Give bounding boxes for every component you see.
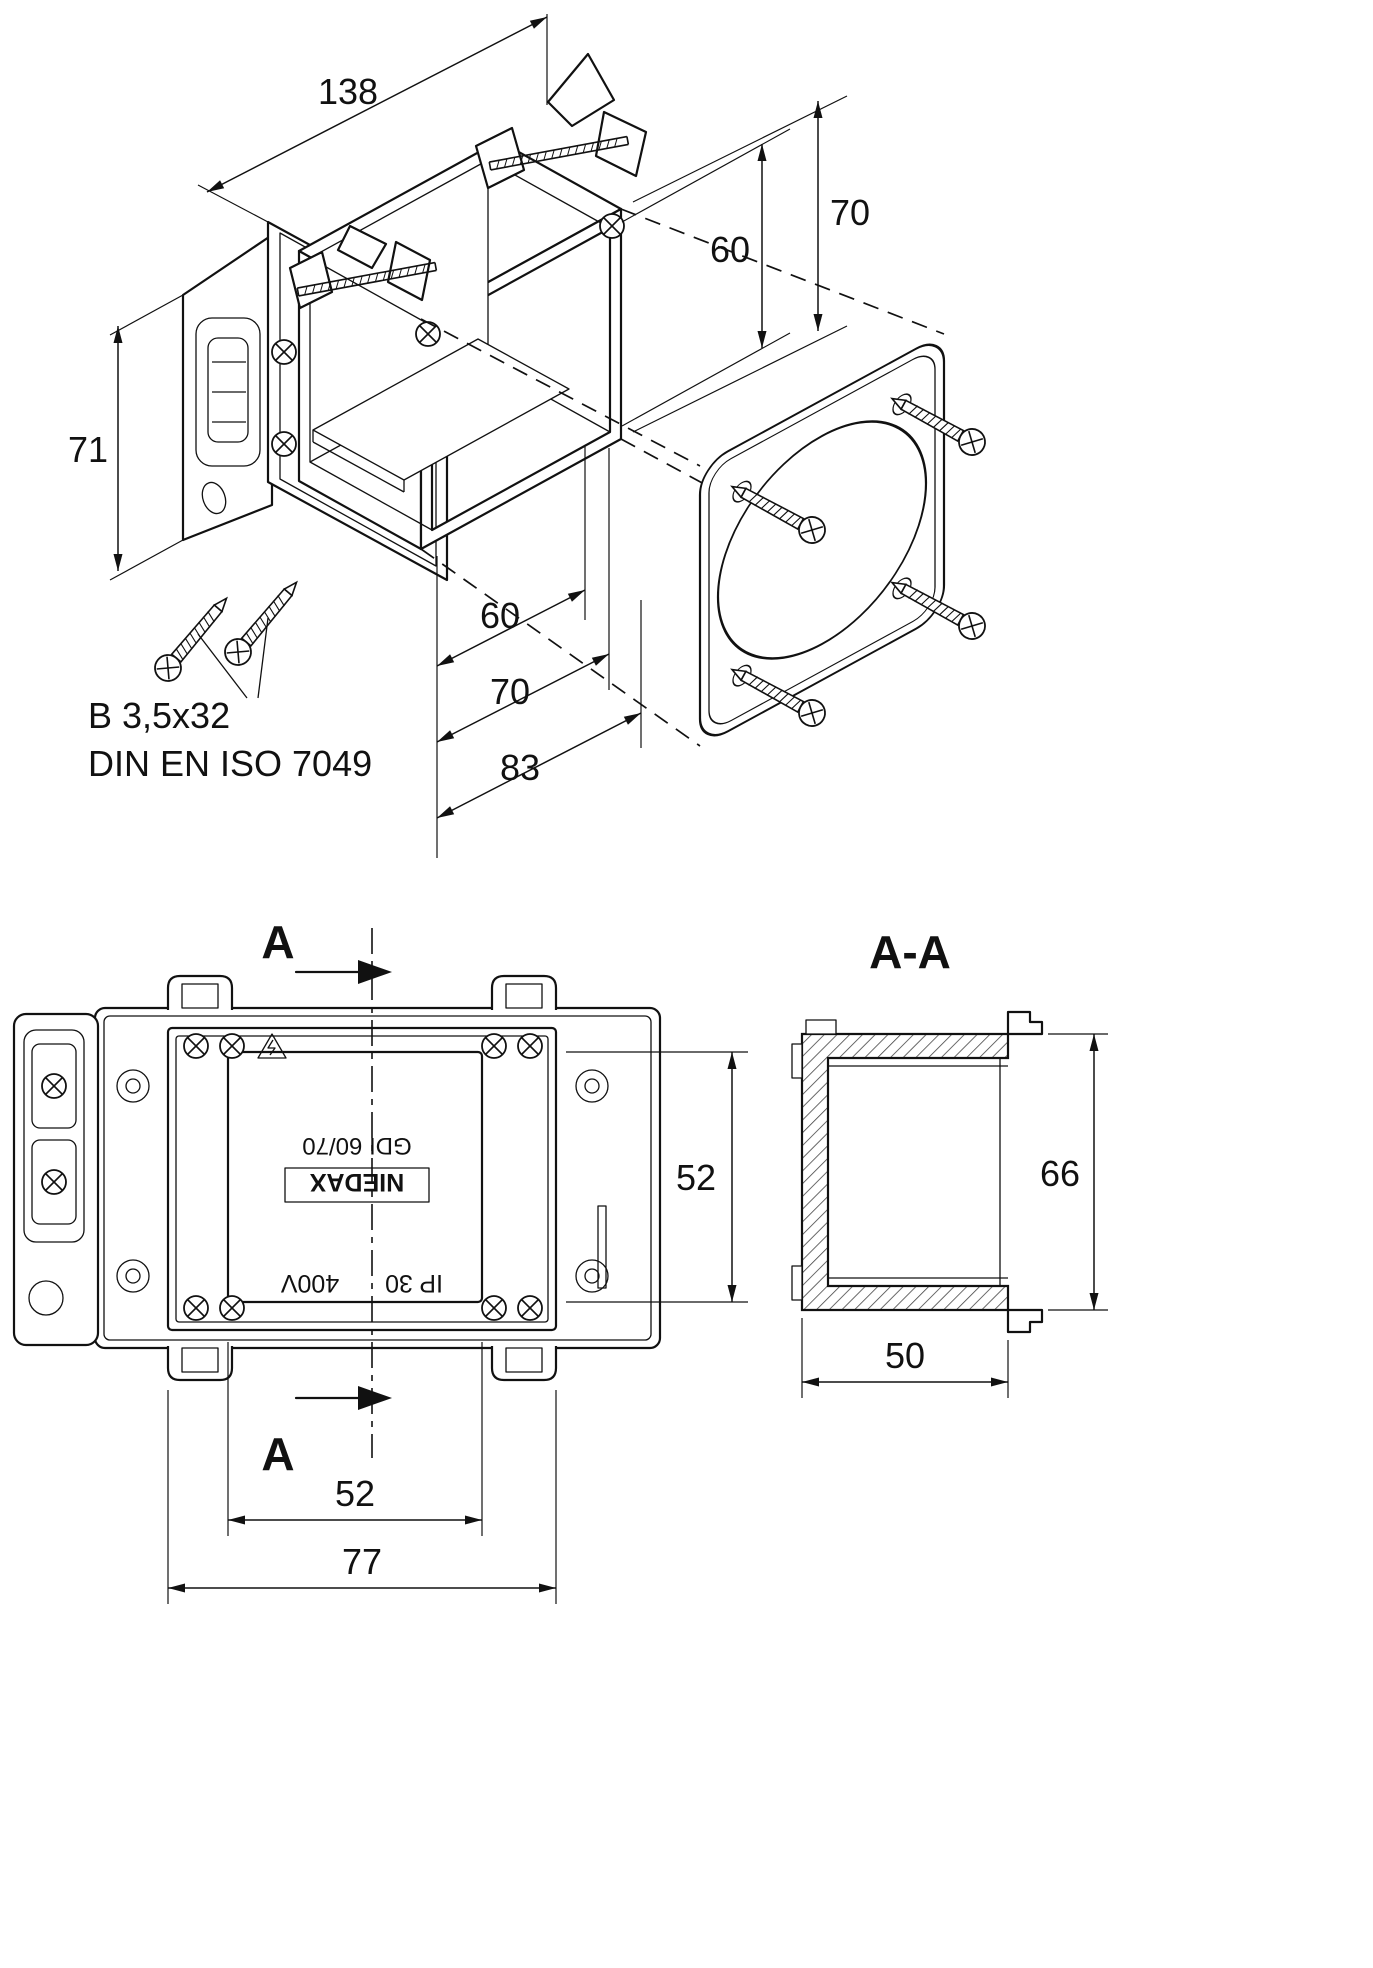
dimension-52-vertical: 52 [566, 1051, 748, 1303]
dim-70-depth-label: 70 [490, 671, 530, 712]
mounting-screw-icon [148, 589, 238, 688]
section-view: A-A 66 50 [791, 926, 1108, 1398]
dimension-77: 77 [167, 1390, 557, 1604]
screw-note-line2: DIN EN ISO 7049 [88, 743, 372, 784]
plate-opening [716, 420, 928, 660]
svg-text:60: 60 [710, 229, 750, 270]
svg-text:52: 52 [335, 1473, 375, 1514]
dimension-50: 50 [801, 1318, 1009, 1398]
cover-plate [698, 343, 946, 737]
dimension-70-right: 70 [632, 95, 870, 433]
corner-screw-icon [481, 1295, 507, 1321]
corner-screw-icon [517, 1033, 543, 1059]
dim-83-depth-label: 83 [500, 747, 540, 788]
corner-screw-icon [517, 1295, 543, 1321]
brand-label: NIEDAX GDI 60/70 [284, 1132, 430, 1203]
section-arrow-bottom: A [261, 1386, 392, 1480]
svg-text:70: 70 [830, 192, 870, 233]
corner-screw-icon [219, 1033, 245, 1059]
dimension-60-right: 60 [621, 128, 791, 427]
section-title: A-A [869, 926, 951, 978]
screw-note-line1: B 3,5x32 [88, 695, 230, 736]
latch-hole [28, 1280, 64, 1316]
svg-text:A: A [261, 1428, 294, 1480]
svg-text:138: 138 [318, 71, 378, 112]
corner-screw-icon [183, 1033, 209, 1059]
section-arrow-top: A [261, 916, 392, 984]
svg-text:66: 66 [1040, 1153, 1080, 1194]
dim-60-depth-label: 60 [480, 595, 520, 636]
svg-text:IP 30: IP 30 [385, 1269, 443, 1297]
dimension-66: 66 [1040, 1033, 1108, 1311]
svg-text:71: 71 [68, 429, 108, 470]
svg-text:50: 50 [885, 1335, 925, 1376]
box-corner-screw-icon [415, 321, 441, 347]
box-corner-screw-icon [599, 213, 625, 239]
svg-text:52: 52 [676, 1157, 716, 1198]
svg-text:400V: 400V [280, 1269, 339, 1297]
exploded-view: B 3,5x32 DIN EN ISO 7049 138 71 70 [68, 14, 991, 858]
svg-text:77: 77 [342, 1541, 382, 1582]
corner-screw-icon [183, 1295, 209, 1321]
bracket-screw-icon [271, 339, 297, 365]
dimension-71: 71 [68, 294, 184, 581]
section-walls [800, 1032, 1010, 1312]
corner-screw-icon [219, 1295, 245, 1321]
rating-label: IP 30 400V [280, 1269, 442, 1297]
box-opening [226, 1050, 484, 1304]
dimension-52-horizontal: 52 [227, 1342, 483, 1536]
duct-clamp-rear [474, 52, 648, 190]
svg-text:A: A [261, 916, 294, 968]
latch-housing [12, 1012, 100, 1347]
front-view: NIEDAX GDI 60/70 IP 30 400V A A 52 [12, 916, 748, 1604]
svg-text:NIEDAX: NIEDAX [309, 1168, 404, 1196]
bracket-screw-icon [271, 431, 297, 457]
dimension-depths: 60 70 83 [436, 445, 642, 858]
latch-screw-icon [41, 1169, 67, 1195]
model-label: GDI 60/70 [302, 1132, 411, 1159]
dimension-138: 138 [197, 14, 548, 223]
bracket-slot-hole [201, 481, 227, 515]
latch-screw-icon [41, 1073, 67, 1099]
corner-screw-icon [481, 1033, 507, 1059]
warning-triangle-icon [257, 1033, 287, 1059]
duct-clamp-front [288, 224, 438, 310]
installation-box [297, 139, 625, 551]
